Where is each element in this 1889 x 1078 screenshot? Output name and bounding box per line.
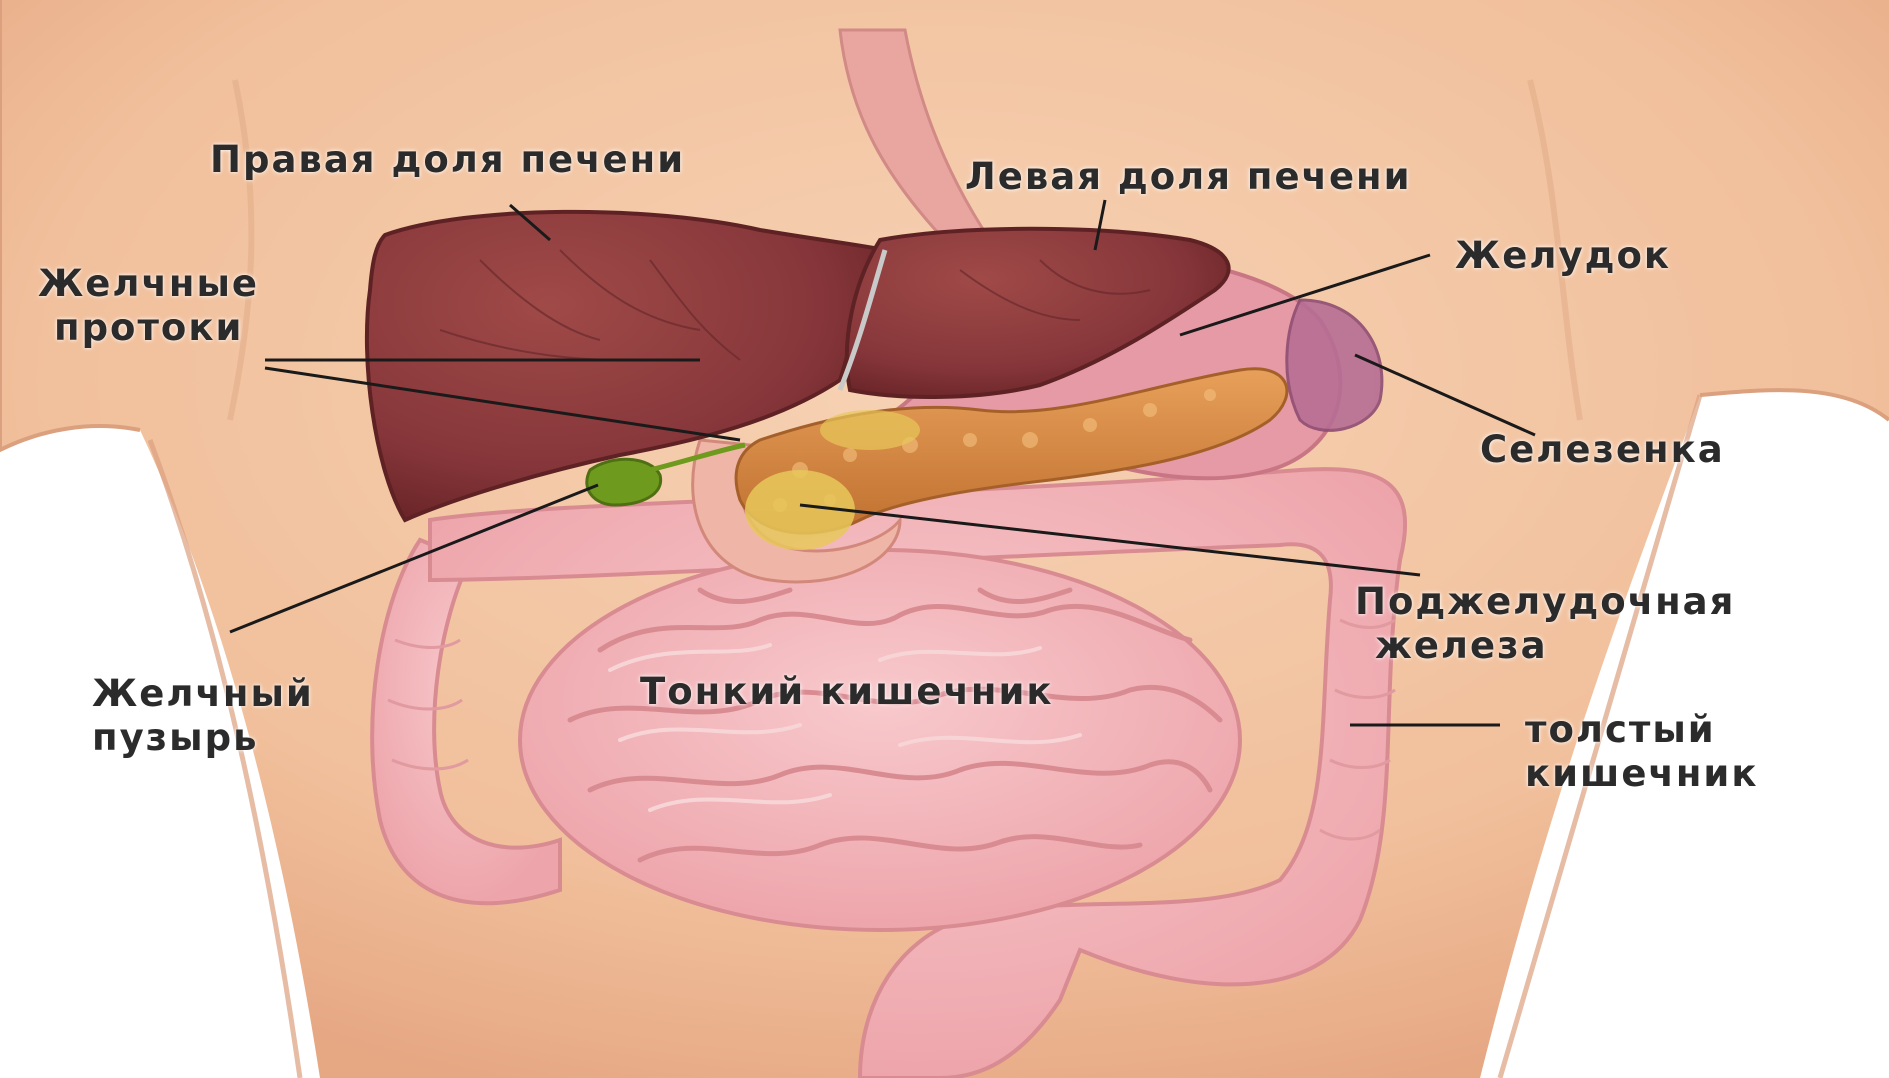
label-bile-ducts-line2: протоки [38, 306, 259, 350]
label-bile-ducts-line1: Желчные [38, 262, 259, 306]
label-right-lobe: Правая доля печени [210, 138, 685, 182]
label-stomach: Желудок [1455, 234, 1671, 278]
gallbladder [587, 459, 661, 505]
label-gallbladder-line2: пузырь [92, 716, 314, 760]
small-intestine [520, 550, 1240, 930]
label-pancreas-line1: Поджелудочная [1355, 580, 1735, 624]
label-left-lobe: Левая доля печени [965, 155, 1412, 199]
label-gallbladder: Желчный пузырь [92, 672, 314, 760]
label-pancreas: Поджелудочная железа [1355, 580, 1735, 668]
label-large-intestine: толстый кишечник [1525, 708, 1758, 796]
label-pancreas-line2: железа [1355, 624, 1735, 668]
label-small-intestine: Тонкий кишечник [640, 670, 1054, 714]
label-gallbladder-line1: Желчный [92, 672, 314, 716]
label-large-intestine-line1: толстый [1525, 708, 1758, 752]
label-large-intestine-line2: кишечник [1525, 752, 1758, 796]
label-spleen: Селезенка [1480, 428, 1725, 472]
label-bile-ducts: Желчные протоки [38, 262, 259, 350]
